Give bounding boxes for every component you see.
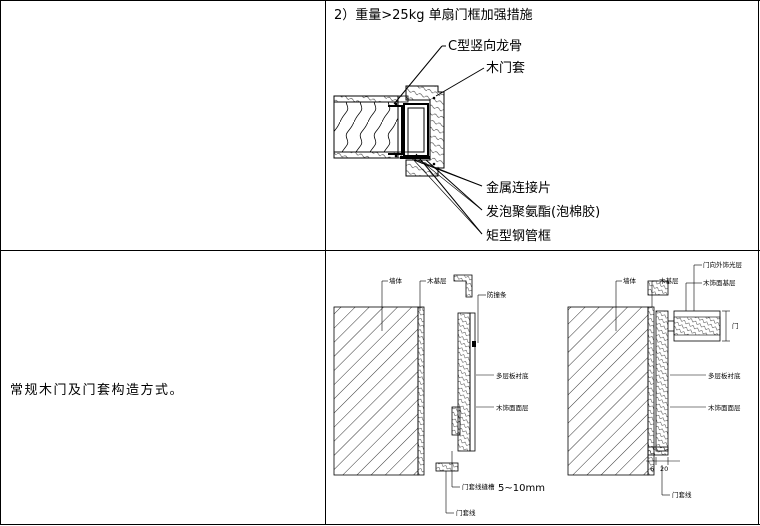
right-label-veneer: 木饰面面层 <box>708 403 741 412</box>
table-border-top <box>0 0 760 1</box>
section-heading: 2）重量>25kg 单扇门框加强措施 <box>334 8 533 23</box>
door-frame-reinforcement-detail: C型竖向龙骨 木门套 金属连接片 发泡聚氨酯(泡棉胶) 矩型钢管框 <box>333 38 600 244</box>
left-label-casing-gap: 门套线缝槽 <box>462 482 495 491</box>
left-label-stop-strip: 防撞条 <box>487 290 507 299</box>
conventional-door-casing-detail-left: 墙体 木基层 防撞条 多层板衬底 木饰面面层 门套线缝槽 5~10mm 门套线 <box>333 274 545 517</box>
construction-description: 常规木门及门套构造方式。 <box>10 383 185 398</box>
table-border-left <box>0 0 1 525</box>
right-dim-a: 6 <box>650 465 654 473</box>
right-label-door-leaf-finish: 门向外饰光层 <box>703 260 743 269</box>
right-label-plywood: 多层板衬底 <box>708 371 741 380</box>
conventional-door-casing-detail-right: 墙体 木基层 门向外饰光层 木饰面基层 多层板衬底 木饰面面层 门套线 6 20… <box>567 260 743 499</box>
label-foam: 发泡聚氨酯(泡棉胶) <box>486 204 600 220</box>
label-wood-casing: 木门套 <box>486 60 525 76</box>
right-dim-b: 20 <box>660 465 668 473</box>
left-label-gap-dimension: 5~10mm <box>498 483 545 494</box>
table-border-bottom <box>0 524 760 525</box>
right-dim-c: 门 <box>732 321 739 330</box>
left-label-base-layer: 木基层 <box>427 276 447 285</box>
left-label-veneer: 木饰面面层 <box>496 403 529 412</box>
right-label-wall: 墙体 <box>623 276 637 285</box>
right-label-casing-line: 门套线 <box>672 490 692 499</box>
right-label-base-layer: 木基层 <box>659 276 679 285</box>
left-label-plywood: 多层板衬底 <box>496 371 529 380</box>
label-c-stud: C型竖向龙骨 <box>448 38 522 54</box>
table-column-divider <box>325 0 326 525</box>
label-metal-plate: 金属连接片 <box>486 180 551 196</box>
left-label-wall: 墙体 <box>389 276 403 285</box>
table-row-divider <box>0 250 760 251</box>
right-label-veneer-base: 木饰面基层 <box>703 278 736 287</box>
left-label-casing-line: 门套线 <box>456 508 476 517</box>
label-steel-frame: 矩型钢管框 <box>486 229 551 244</box>
table-border-right <box>758 0 759 525</box>
